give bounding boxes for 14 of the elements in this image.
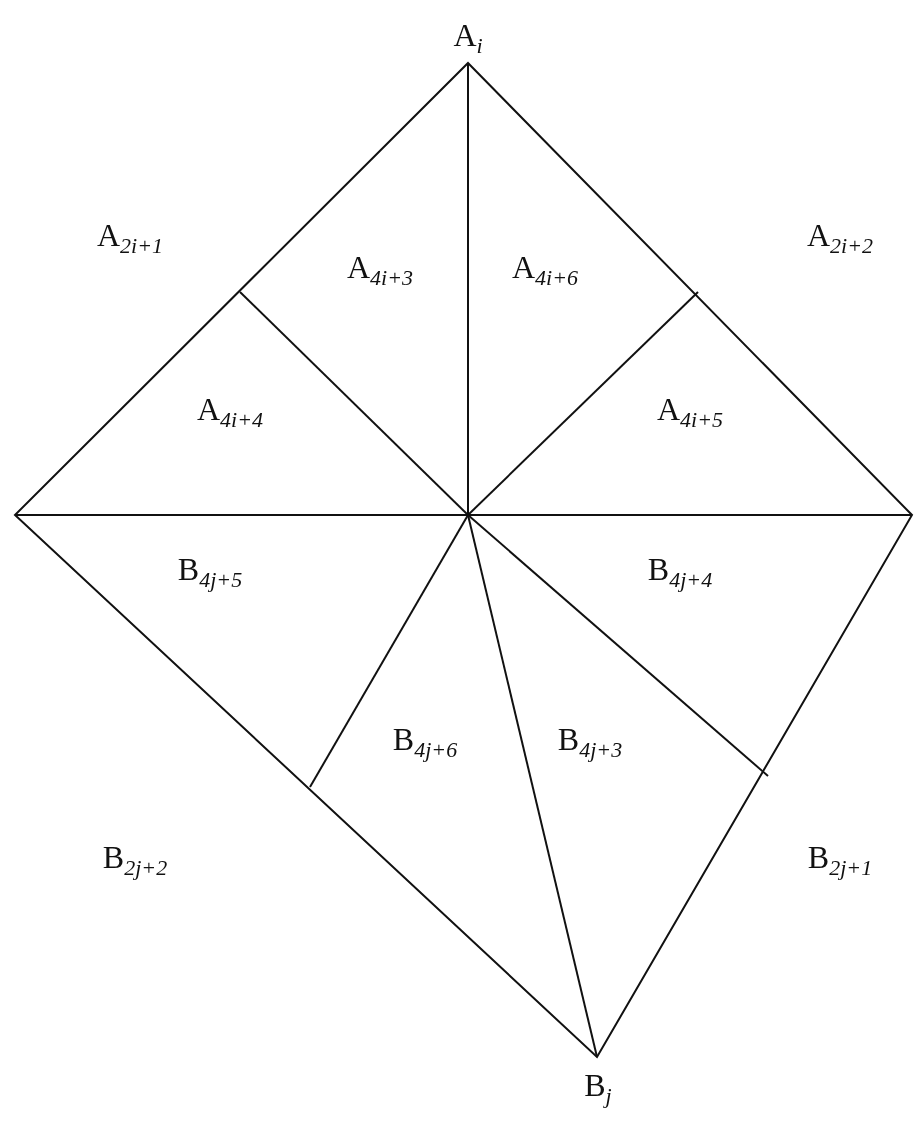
region-label: A$_{4i+3}$ (346, 250, 414, 290)
region-label: B$_{4j+6}$ (392, 722, 458, 762)
region-label: A$_{2i+2}$ (806, 218, 874, 258)
region-label: A$_{4i+4}$ (196, 392, 264, 432)
region-label: B$_{4j+4}$ (647, 552, 713, 592)
vertex-label: A$_{i}$ (453, 18, 483, 58)
region-label: A$_{4i+6}$ (511, 250, 579, 290)
region-label: B$_{2j+1}$ (807, 840, 873, 880)
region-label: A$_{2i+1}$ (96, 218, 164, 258)
region-label: A$_{4i+5}$ (656, 392, 724, 432)
region-label: B$_{4j+5}$ (177, 552, 243, 592)
vertex-label: B$_{j}$ (584, 1068, 612, 1108)
region-label: B$_{2j+2}$ (102, 840, 168, 880)
region-label: B$_{4j+3}$ (557, 722, 623, 762)
